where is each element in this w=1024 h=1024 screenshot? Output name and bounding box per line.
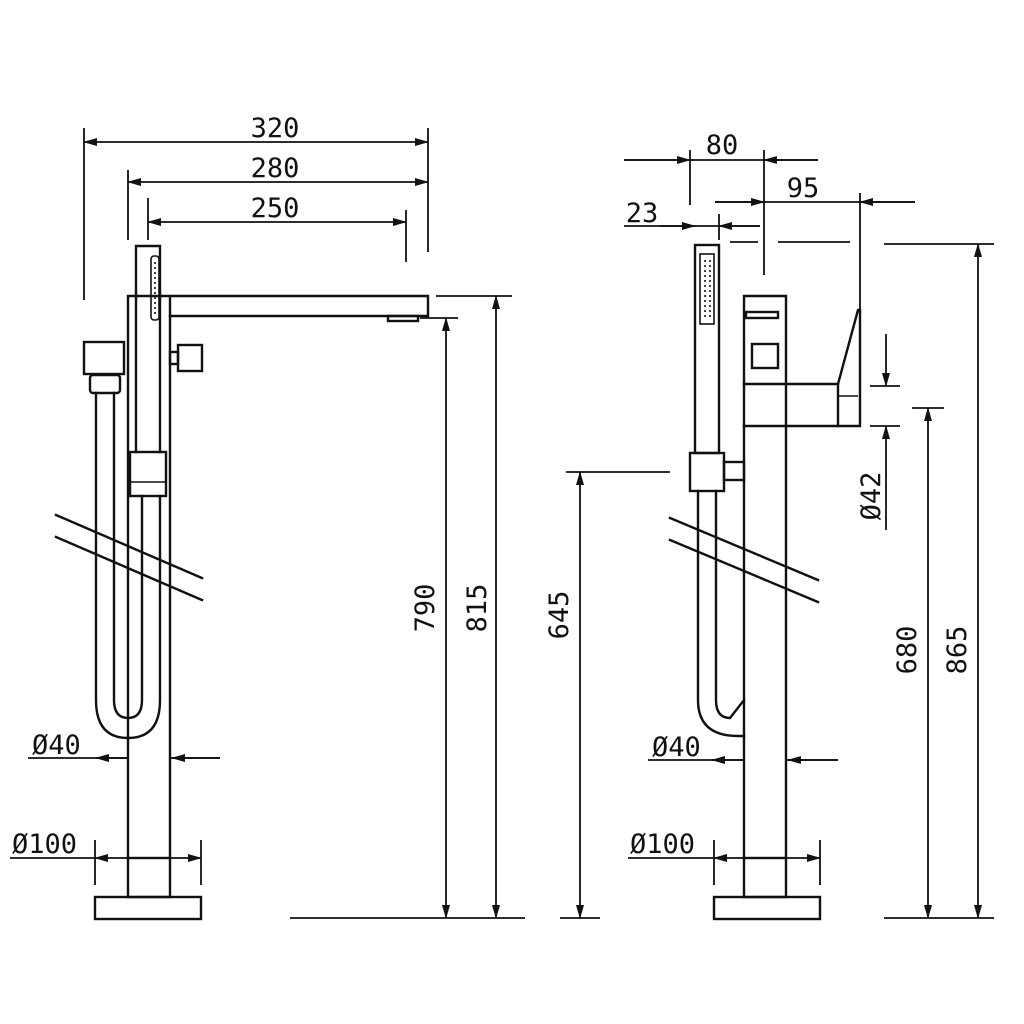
side-view <box>668 243 862 921</box>
side-shower-dots <box>704 260 711 318</box>
side-tub-rim-top <box>668 516 820 582</box>
front-spout-outlet <box>386 314 420 323</box>
dim-label-645: 645 <box>544 591 575 640</box>
side-hose-inner <box>714 489 746 720</box>
front-hand-shower <box>134 244 162 454</box>
dim-label-95: 95 <box>787 173 820 204</box>
front-hose-connector <box>88 373 122 395</box>
dim-label-250: 250 <box>251 193 300 224</box>
front-dimensions: 320 280 250 790 815 Ø40 Ø100 <box>10 113 525 919</box>
dim-label-815: 815 <box>462 584 493 633</box>
front-hose-outer <box>94 391 162 740</box>
side-shower-holder <box>688 451 726 493</box>
side-lever <box>836 308 862 428</box>
dim-label-865: 865 <box>942 626 973 675</box>
side-handle-block <box>742 382 840 428</box>
dim-label-dia40-side: Ø40 <box>652 732 701 763</box>
dim-label-320: 320 <box>251 113 300 144</box>
dim-label-790: 790 <box>410 584 441 633</box>
front-hose-inner <box>112 391 144 720</box>
front-tub-rim-bottom <box>54 535 204 602</box>
front-shower-holder <box>128 450 168 498</box>
front-tub-rim-top <box>54 513 204 580</box>
front-shower-head <box>150 255 160 321</box>
dim-label-680: 680 <box>892 626 923 675</box>
side-control-square <box>750 342 780 370</box>
side-base-collar <box>742 856 788 899</box>
front-left-knob <box>82 340 126 376</box>
dim-label-dia42: Ø42 <box>856 472 887 521</box>
side-hand-shower <box>693 243 721 455</box>
side-dimensions: 80 95 23 645 680 865 Ø42 <box>544 130 994 919</box>
front-right-knob <box>176 343 204 373</box>
side-hose-outer <box>696 489 746 738</box>
side-spout-outlet <box>744 310 780 320</box>
dim-label-80: 80 <box>706 130 739 161</box>
dim-label-dia100-front: Ø100 <box>12 829 77 860</box>
front-view <box>54 244 430 921</box>
side-base-plate <box>712 895 822 921</box>
side-shower-head <box>699 253 715 325</box>
dim-label-23: 23 <box>626 198 659 229</box>
side-mixer-body <box>742 294 788 428</box>
dim-label-dia40-front: Ø40 <box>32 730 81 761</box>
front-base-plate <box>93 895 203 921</box>
dim-label-dia100-side: Ø100 <box>630 829 695 860</box>
side-tub-rim-bottom <box>668 538 820 604</box>
front-base-collar <box>126 856 172 899</box>
front-spout-arm <box>126 294 430 318</box>
dim-label-280: 280 <box>251 153 300 184</box>
